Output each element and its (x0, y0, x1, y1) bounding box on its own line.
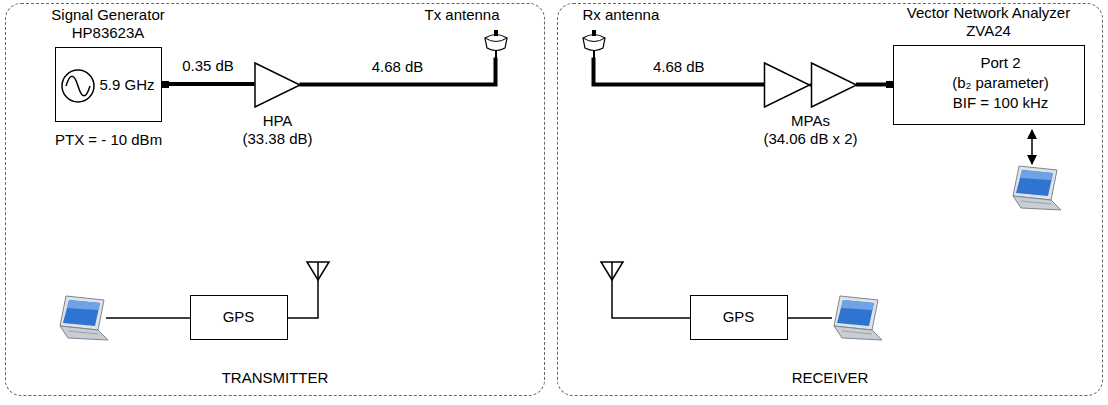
cable-loss-label: 0.35 dB (182, 57, 234, 75)
dish-antenna-icon (581, 28, 607, 58)
dish-rim (485, 38, 507, 42)
node-text: HPA (170, 112, 386, 130)
gps-antenna-symbol (307, 262, 329, 280)
sine-source-symbol (60, 68, 96, 104)
amplifier-triangle (255, 63, 300, 107)
feed (592, 30, 596, 36)
node-text: Vector Network Analyzer (814, 4, 1108, 22)
antenna: Tx antenna (425, 6, 515, 58)
dish (485, 34, 507, 50)
instrument-box: GPS (690, 295, 788, 340)
instrument-box: GPS (190, 295, 288, 340)
node-text: Signal Generator (0, 6, 241, 24)
feed (494, 30, 498, 36)
coax-cable (594, 58, 765, 85)
node-text: Port 2 (924, 53, 1078, 73)
node-text: (33.38 dB) (170, 130, 386, 148)
section-panel: TRANSMITTER Signal GeneratorHP83623A5.9 G… (5, 3, 545, 396)
laptop-icon (834, 296, 882, 340)
amplifier-block: MPAs(34.06 dB x 2) (763, 62, 859, 108)
gps-antenna-wire (612, 262, 690, 318)
port-connector (886, 81, 893, 88)
node-text: ZVA24 (814, 22, 1108, 40)
cable-loss-label: 4.68 dB (653, 58, 705, 76)
dish-antenna-icon (483, 28, 509, 58)
mast (495, 50, 497, 58)
node-text: RECEIVER (558, 369, 1102, 387)
cable-loss-label: 4.68 dB (372, 58, 424, 76)
stage-link (809, 83, 811, 86)
node-text: (b₂ parameter) (924, 73, 1078, 93)
amplifier-symbol (763, 62, 859, 108)
amplifier-symbol (250, 62, 306, 108)
section-panel: RECEIVER Rx antennaMPAs(34.06 dB x 2) Vect… (557, 3, 1103, 396)
port-connector (162, 81, 169, 88)
gps-antenna-symbol (601, 262, 623, 280)
double-arrow (1031, 130, 1033, 164)
amplifier-block: HPA(33.38 dB) (250, 62, 306, 108)
node-text: HP83623A (0, 24, 241, 42)
node-text: Rx antenna (583, 6, 660, 24)
coax-cable (162, 82, 255, 86)
node-text: GPS (191, 296, 287, 338)
node-text: (34.06 dB x 2) (683, 130, 939, 148)
laptop-icon (60, 296, 108, 340)
node-text: Tx antenna (425, 6, 500, 24)
amplifier-triangle (764, 63, 809, 107)
instrument-box: Vector Network AnalyzerZVA24Port 2(b₂ pa… (893, 45, 1085, 125)
node-text: GPS (691, 296, 787, 338)
instrument-box: Signal GeneratorHP83623A5.9 GHz (55, 47, 162, 122)
node-text: TRANSMITTER (6, 369, 544, 387)
antenna: Rx antenna (578, 6, 668, 58)
dish (583, 34, 605, 50)
node-text: 5.9 GHz (100, 76, 155, 94)
data-wire (106, 317, 190, 319)
dish-rim (583, 38, 605, 42)
mast (593, 50, 595, 58)
laptop-icon (1013, 166, 1061, 210)
node-text: BIF = 100 kHz (924, 93, 1078, 113)
source-circle (62, 70, 94, 102)
sine-wave (66, 76, 90, 96)
amplifier-triangle (811, 63, 856, 107)
coax-cable (300, 58, 496, 85)
power-note: PTX = - 10 dBm (55, 131, 162, 149)
